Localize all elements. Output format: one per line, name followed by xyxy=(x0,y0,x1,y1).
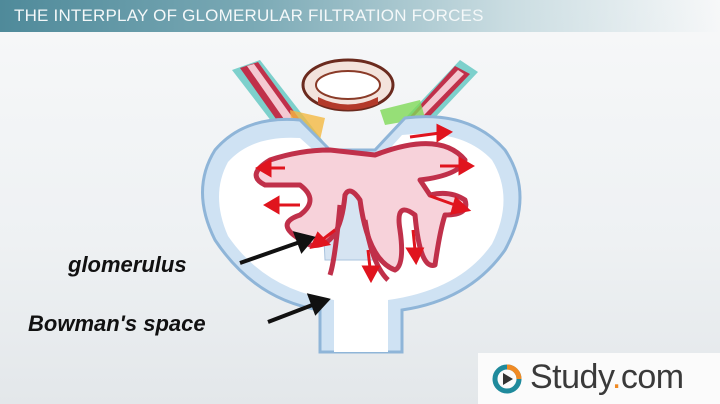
bowmans-space-label: Bowman's space xyxy=(28,311,206,336)
title-bar: THE INTERPLAY OF GLOMERULAR FILTRATION F… xyxy=(0,0,720,32)
pointer-arrows xyxy=(239,231,331,324)
logo-text: Study.com xyxy=(530,358,684,397)
logo-dot: . xyxy=(611,358,621,396)
logo-tld: com xyxy=(620,358,684,396)
filtration-arrows xyxy=(255,123,475,284)
glomerulus-label: glomerulus xyxy=(68,252,187,277)
study-com-logo: Study.com xyxy=(478,353,720,404)
macula-densa xyxy=(301,58,395,112)
logo-name: Study xyxy=(530,358,612,396)
slide-title: THE INTERPLAY OF GLOMERULAR FILTRATION F… xyxy=(14,6,484,25)
play-circle-icon xyxy=(492,364,522,394)
